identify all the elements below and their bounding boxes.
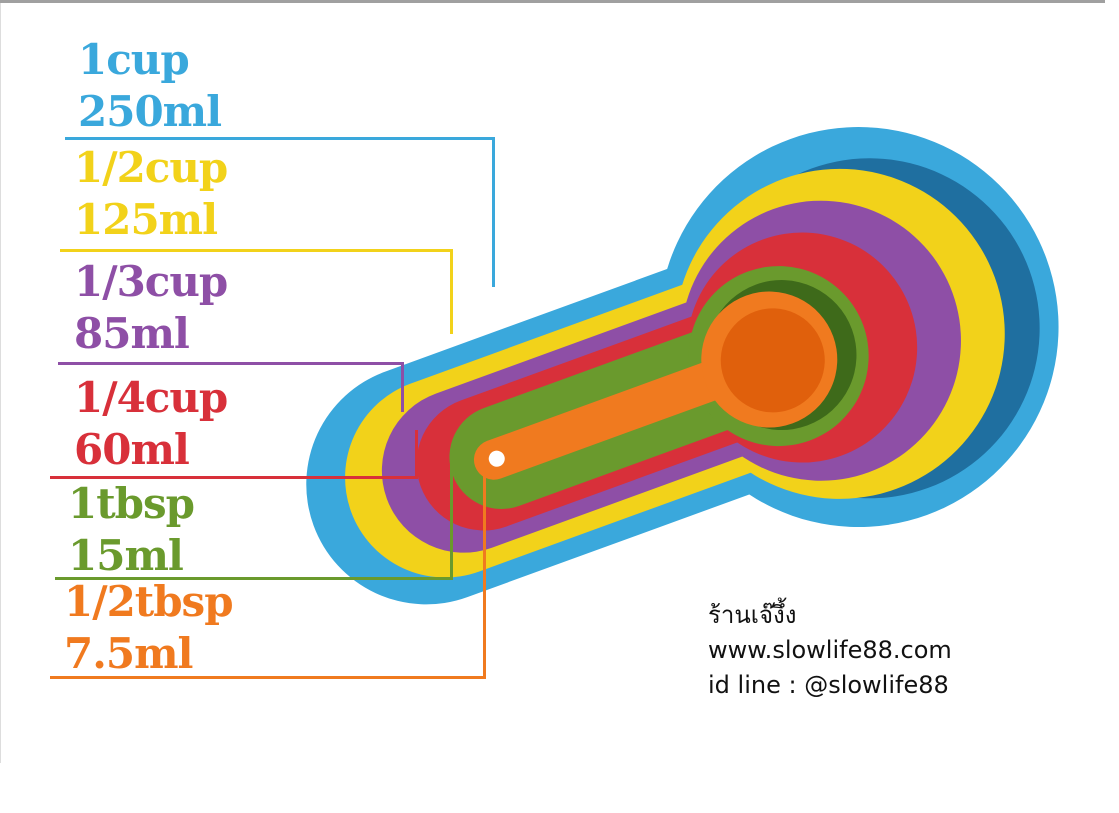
label-cup: 1/4cup xyxy=(74,373,228,422)
label-tbsp: 1tbsp 15ml xyxy=(68,478,195,582)
line-half-tbsp xyxy=(50,676,486,679)
label-ml: 125ml xyxy=(74,195,218,244)
line-tbsp-v xyxy=(450,462,453,580)
line-half-cup-v xyxy=(450,249,453,334)
line-half-cup xyxy=(60,249,453,252)
label-quarter-cup: 1/4cup 60ml xyxy=(74,372,228,476)
shop-website: www.slowlife88.com xyxy=(708,636,952,664)
top-border xyxy=(0,0,1105,3)
label-ml: 85ml xyxy=(74,309,190,358)
shop-line-id: id line : @slowlife88 xyxy=(708,671,949,699)
label-cup: 1/3cup xyxy=(74,257,228,306)
line-third-cup-v xyxy=(401,362,404,412)
line-1cup-v xyxy=(492,137,495,287)
label-ml: 15ml xyxy=(68,531,184,580)
label-ml: 7.5ml xyxy=(64,629,193,678)
label-ml: 60ml xyxy=(74,425,190,474)
line-tbsp xyxy=(55,577,453,580)
label-half-tbsp: 1/2tbsp 7.5ml xyxy=(64,576,234,680)
line-third-cup xyxy=(58,362,404,365)
line-1cup xyxy=(65,137,495,140)
spoon-half-tbsp xyxy=(473,291,838,480)
label-cup: 1tbsp xyxy=(68,479,195,528)
left-border xyxy=(0,3,1,763)
label-cup: 1cup xyxy=(78,35,190,84)
label-1cup: 1cup 250ml xyxy=(78,34,222,138)
hang-hole xyxy=(488,450,505,467)
label-ml: 250ml xyxy=(78,87,222,136)
line-half-tbsp-v xyxy=(483,462,486,679)
shop-name: ร้านเจ๊งึ้ง xyxy=(708,601,797,629)
label-cup: 1/2tbsp xyxy=(64,577,234,626)
label-third-cup: 1/3cup 85ml xyxy=(74,256,228,360)
shop-info: ร้านเจ๊งึ้ง www.slowlife88.com id line :… xyxy=(708,598,952,703)
line-quarter-cup xyxy=(50,476,418,479)
label-cup: 1/2cup xyxy=(74,143,228,192)
label-half-cup: 1/2cup 125ml xyxy=(74,142,228,246)
line-quarter-cup-v xyxy=(415,430,418,479)
